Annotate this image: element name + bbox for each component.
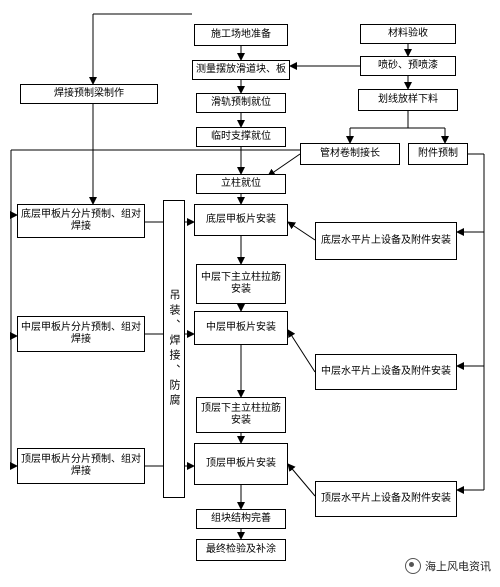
node-temp-support: 临时支撑就位 xyxy=(196,127,286,147)
node-column: 立柱就位 xyxy=(196,174,286,194)
node-bottom-install: 底层甲板片安装 xyxy=(194,204,288,236)
node-slide-beam: 滑轨预制就位 xyxy=(196,93,286,113)
node-cutting: 划线放样下料 xyxy=(358,89,458,111)
node-weld-beam: 焊接预制梁制作 xyxy=(20,84,158,104)
node-mid-prefab: 中层甲板片分片预制、组对焊接 xyxy=(17,316,145,352)
node-accessory: 附件预制 xyxy=(408,143,468,165)
node-top-equipment: 顶层水平片上设备及附件安装 xyxy=(315,481,457,517)
node-top-install: 顶层甲板片安装 xyxy=(194,443,288,485)
node-survey: 测量摆放滑道块、板 xyxy=(192,60,290,80)
watermark-text: 海上风电资讯 xyxy=(425,560,491,573)
node-top-prefab: 顶层甲板片分片预制、组对焊接 xyxy=(17,448,145,484)
lifting-welding-bar: 吊装、焊接、防腐 xyxy=(163,200,185,498)
node-bottom-prefab: 底层甲板片分片预制、组对焊接 xyxy=(17,204,145,238)
node-bottom-equipment: 底层水平片上设备及附件安装 xyxy=(315,222,457,260)
node-sandblast: 喷砂、预喷漆 xyxy=(360,56,456,76)
node-mid-install: 中层甲板片安装 xyxy=(194,311,288,345)
node-material: 材料验收 xyxy=(360,24,456,44)
lifting-welding-label: 吊装、焊接、防腐 xyxy=(168,289,181,409)
node-final: 最终检验及补涂 xyxy=(196,539,286,561)
watermark: 海上风电资讯 xyxy=(402,557,494,575)
node-top-brace: 顶层下主立柱拉筋安装 xyxy=(196,397,286,433)
node-mid-brace: 中层下主立柱拉筋安装 xyxy=(196,264,286,304)
node-completion: 组块结构完善 xyxy=(196,509,286,529)
node-pipe: 管材卷制接长 xyxy=(300,143,400,165)
wechat-icon xyxy=(405,558,421,574)
node-mid-equipment: 中层水平片上设备及附件安装 xyxy=(315,354,457,390)
node-site-prep: 施工场地准备 xyxy=(194,24,288,46)
